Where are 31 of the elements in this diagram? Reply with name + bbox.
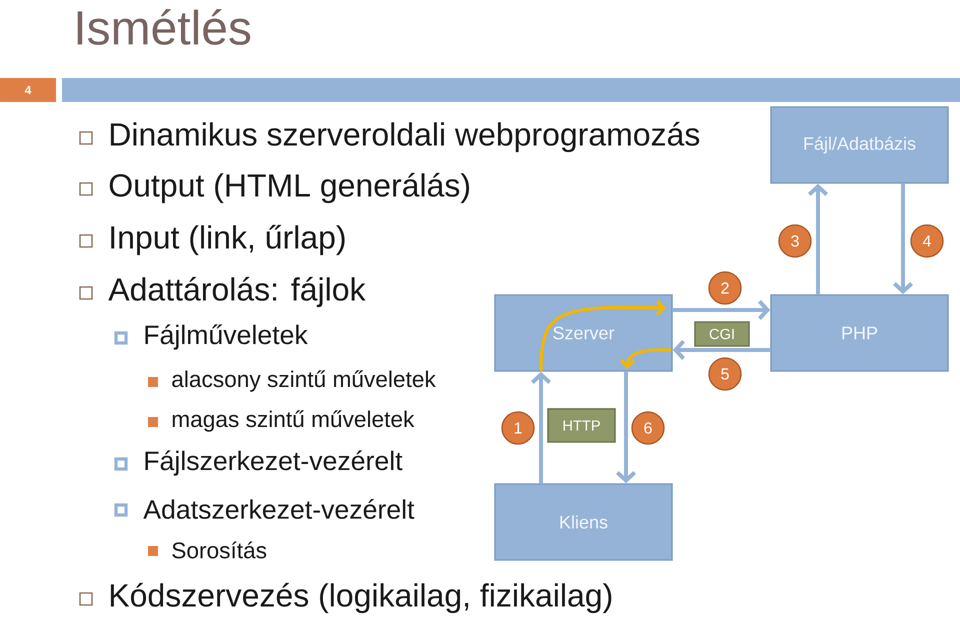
- number-badge: 6: [631, 411, 665, 445]
- slide-title: Ismétlés: [78, 9, 250, 45]
- list-item: Input (link, űrlap): [111, 224, 345, 256]
- arrow: [892, 184, 914, 294]
- list-item: Fájlműveletek: [145, 324, 308, 350]
- number-badge: 4: [910, 224, 944, 258]
- process-box: Szerver: [494, 294, 673, 372]
- process-box: PHP: [770, 294, 949, 372]
- list-item: alacsony szintű műveletek: [172, 370, 436, 392]
- list-item: Fájlszerkezet-vezérelt: [145, 450, 402, 476]
- number-badge: 1: [501, 411, 535, 445]
- number-badge: 5: [708, 357, 742, 391]
- label-tag: HTTP: [547, 408, 616, 443]
- arrow: [672, 300, 770, 320]
- process-box: Kliens: [494, 483, 673, 561]
- number-badge: 2: [708, 271, 742, 305]
- arrow: [530, 372, 552, 484]
- slide-number: 4: [0, 78, 56, 102]
- list-item: Dinamikus szerveroldali webprogramozás: [110, 122, 700, 152]
- list-item: Output (HTML generálás): [110, 172, 470, 204]
- arrow: [808, 184, 828, 294]
- arrow: [616, 372, 636, 484]
- arrow: [672, 340, 770, 360]
- list-item: Adatszerkezet-vezérelt: [143, 499, 414, 519]
- list-item: Kódszervezés (logikailag, fizikailag): [110, 582, 612, 614]
- label-tag: CGI: [694, 321, 750, 347]
- list-item: magas szintű műveletek: [172, 410, 414, 432]
- number-badge: 3: [778, 224, 812, 258]
- process-box: Fájl/Adatbázis: [770, 106, 949, 184]
- list-item: Sorosítás: [172, 542, 266, 558]
- list-item: Adattárolás: fájlok: [108, 276, 366, 308]
